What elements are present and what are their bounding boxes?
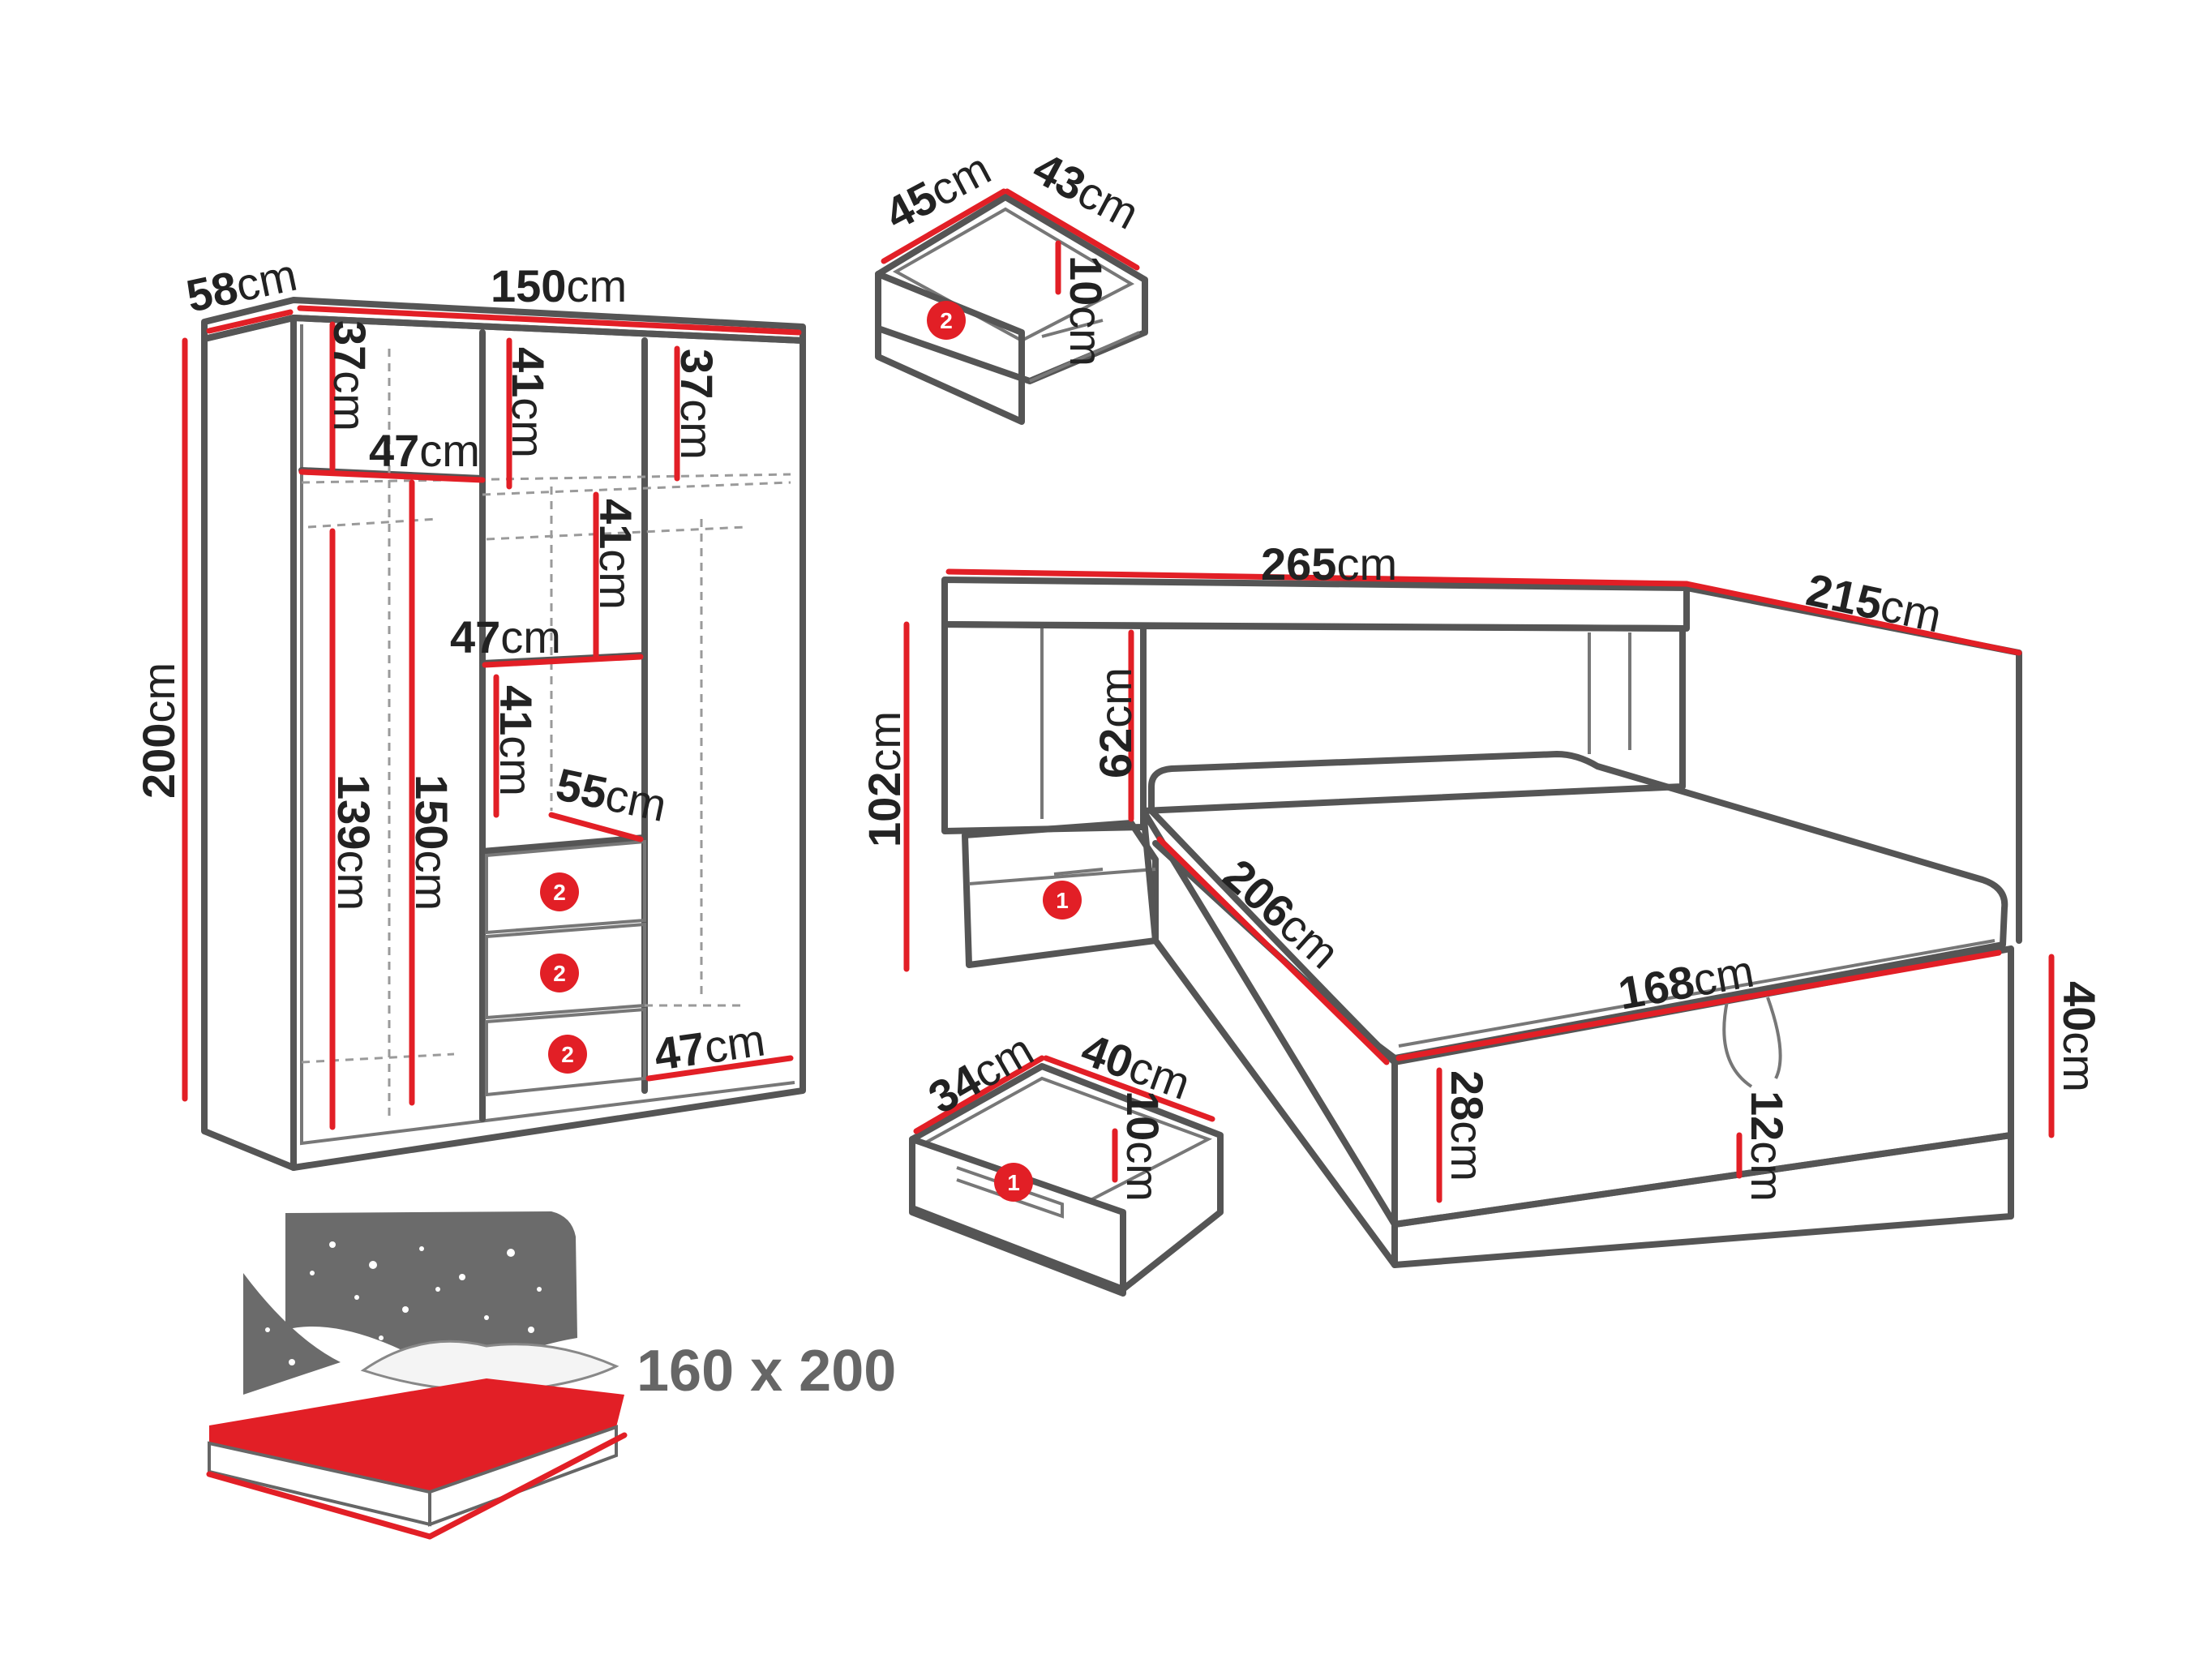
wardrobe-top-right-label: 37cm xyxy=(671,349,722,460)
wardrobe-shelf-left-label: 47cm xyxy=(369,425,480,476)
bed-niche-height-label: 62cm xyxy=(1090,667,1141,778)
wardrobe-dimensions xyxy=(182,305,802,1130)
wardrobe-labels: 200cm 58cm 150cm 37cm 47cm 41cm 37cm 41c… xyxy=(133,249,768,1080)
wardrobe-depth-label: 58cm xyxy=(182,249,301,322)
bed-labels: 265cm 215cm 102cm 62cm 206cm 168cm 40cm … xyxy=(859,538,2105,1202)
wardrobe-drawer-badge-1: 2 xyxy=(540,872,579,911)
svg-text:1: 1 xyxy=(1056,888,1069,913)
bed-plinth-height-label: 12cm xyxy=(1742,1091,1793,1202)
wardrobe-shelf-mid-top-label: 41cm xyxy=(590,499,641,610)
bed-dimensions xyxy=(903,568,2055,1203)
wardrobe-mid-compartment-label: 41cm xyxy=(491,685,542,796)
bed-height-label: 40cm xyxy=(2054,981,2105,1092)
wardrobe-drawer-badge-3: 2 xyxy=(548,1035,587,1074)
svg-text:2: 2 xyxy=(553,880,566,905)
nightstand-drawer-drawing xyxy=(875,194,1148,425)
wardrobe-width-label: 150cm xyxy=(491,260,627,311)
small-drawer-width-label: 34cm xyxy=(920,1023,1042,1123)
wardrobe-shelf-mid-label: 47cm xyxy=(450,611,561,662)
bed-inner-width-label: 168cm xyxy=(1614,945,1757,1019)
bed-frame-height-label: 28cm xyxy=(1442,1070,1493,1181)
mattress-icon xyxy=(206,1211,628,1540)
wardrobe-top-left-label: 37cm xyxy=(324,320,375,431)
small-drawer-labels: 34cm 40cm 10cm xyxy=(920,1023,1198,1202)
bed-side-label: 215cm xyxy=(1803,564,1947,642)
wardrobe-drawing xyxy=(201,297,806,1171)
nightstand-drawer-dimensions xyxy=(881,188,1140,295)
mattress-size-label: 160 x 200 xyxy=(637,1339,896,1404)
wardrobe-hang-left-label: 139cm xyxy=(328,774,379,911)
nightstand-depth-label: 43cm xyxy=(1025,142,1147,239)
svg-text:2: 2 xyxy=(561,1042,574,1067)
bed-width-label: 265cm xyxy=(1261,538,1397,589)
wardrobe-depth-inner-label: 55cm xyxy=(552,758,671,831)
wardrobe-height-label: 200cm xyxy=(133,662,184,799)
svg-text:2: 2 xyxy=(553,961,566,986)
wardrobe-bottom-right-label: 47cm xyxy=(651,1014,768,1079)
wardrobe-top-mid-label: 41cm xyxy=(503,347,554,458)
small-drawer-dimensions xyxy=(913,1055,1215,1183)
nightstand-height-label: 10cm xyxy=(1061,255,1112,367)
nightstand-drawer-badge: 2 xyxy=(927,301,966,340)
wardrobe-drawer-badge-2: 2 xyxy=(540,954,579,992)
bed-shelf-badge: 1 xyxy=(1043,881,1082,920)
svg-text:1: 1 xyxy=(1007,1170,1020,1195)
bed-headboard-height-label: 102cm xyxy=(859,711,910,847)
svg-text:2: 2 xyxy=(940,308,953,333)
small-drawer-badge: 1 xyxy=(994,1163,1033,1202)
wardrobe-hang-mid-label: 150cm xyxy=(406,774,457,911)
small-drawer-height-label: 10cm xyxy=(1117,1091,1168,1202)
